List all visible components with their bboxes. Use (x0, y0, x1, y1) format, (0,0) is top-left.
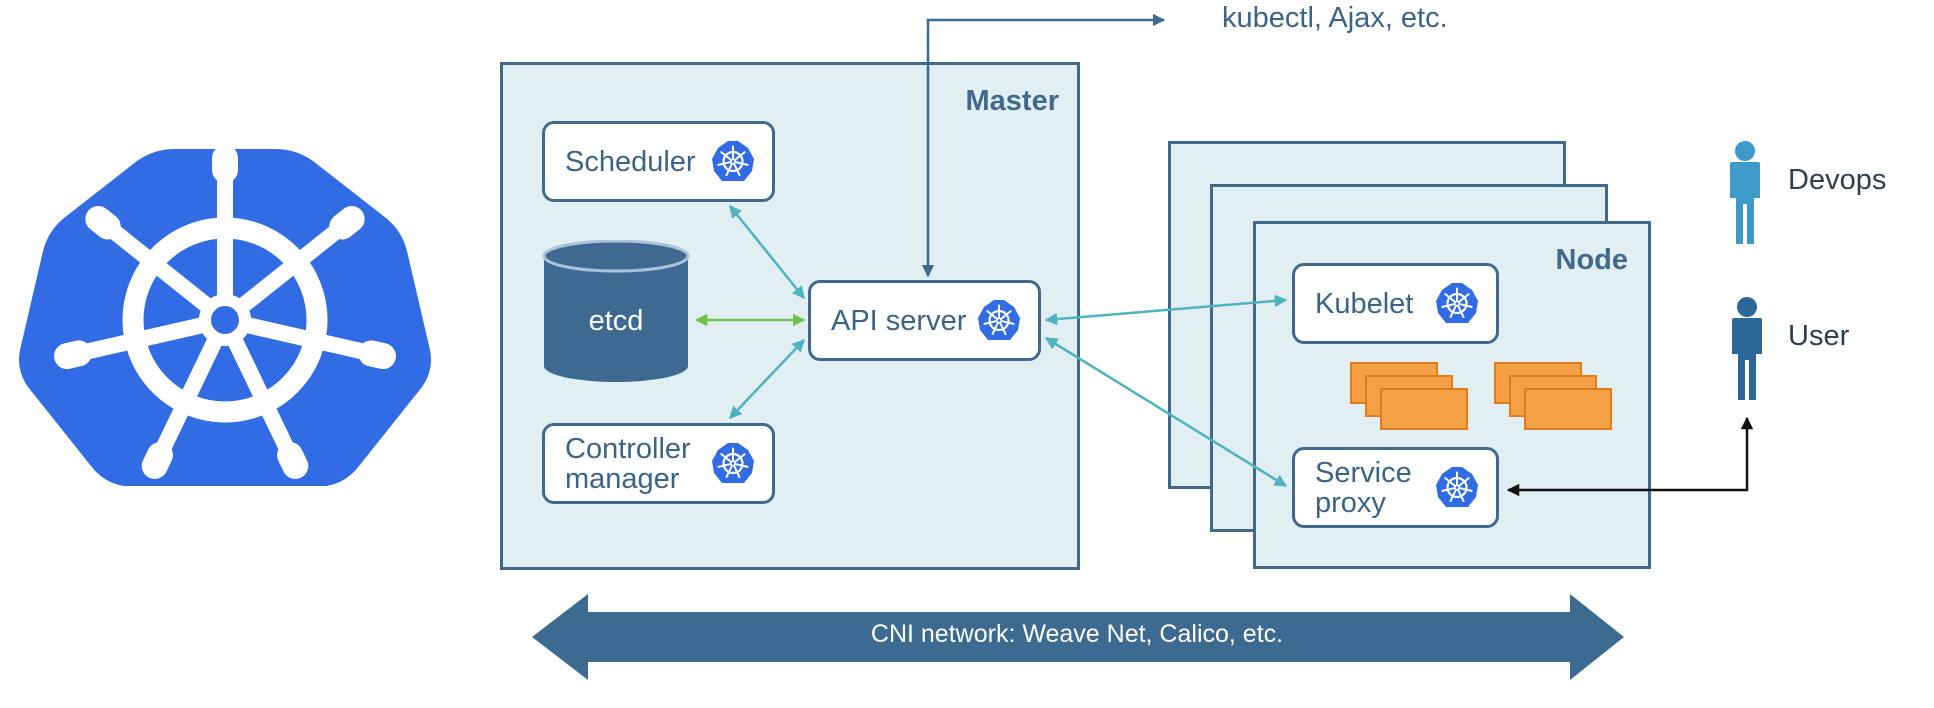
kubernetes-wheel-icon (1434, 465, 1480, 511)
etcd-database-icon (542, 240, 690, 382)
service-proxy-box: Service proxy (1292, 447, 1499, 528)
scheduler-label: Scheduler (565, 145, 696, 178)
kubelet-label: Kubelet (1315, 287, 1414, 320)
service-proxy-label: Service proxy (1315, 456, 1412, 519)
master-title: Master (965, 85, 1060, 117)
cni-network-label: CNI network: Weave Net, Calico, etc. (870, 620, 1284, 648)
scheduler-box: Scheduler (542, 121, 775, 202)
api-server-label: API server (831, 304, 967, 337)
user-person-icon (1732, 297, 1762, 400)
container-block (1524, 388, 1612, 430)
controller-manager-box: Controller manager (542, 423, 775, 504)
kubernetes-wheel-icon (710, 139, 756, 185)
container-block (1380, 388, 1468, 430)
etcd-label: etcd (588, 305, 644, 337)
kubernetes-wheel-icon (1434, 281, 1480, 327)
user-label: User (1788, 320, 1850, 352)
api-server-box: API server (808, 280, 1041, 361)
kubernetes-logo (19, 145, 431, 486)
kubelet-box: Kubelet (1292, 263, 1499, 344)
devops-label: Devops (1788, 164, 1887, 196)
node-title: Node (1555, 244, 1629, 276)
devops-person-icon (1730, 141, 1760, 244)
kubernetes-wheel-icon (710, 441, 756, 487)
controller-manager-label: Controller manager (565, 432, 691, 495)
external-clients-label: kubectl, Ajax, etc. (1222, 2, 1448, 34)
kubernetes-wheel-icon (976, 298, 1022, 344)
